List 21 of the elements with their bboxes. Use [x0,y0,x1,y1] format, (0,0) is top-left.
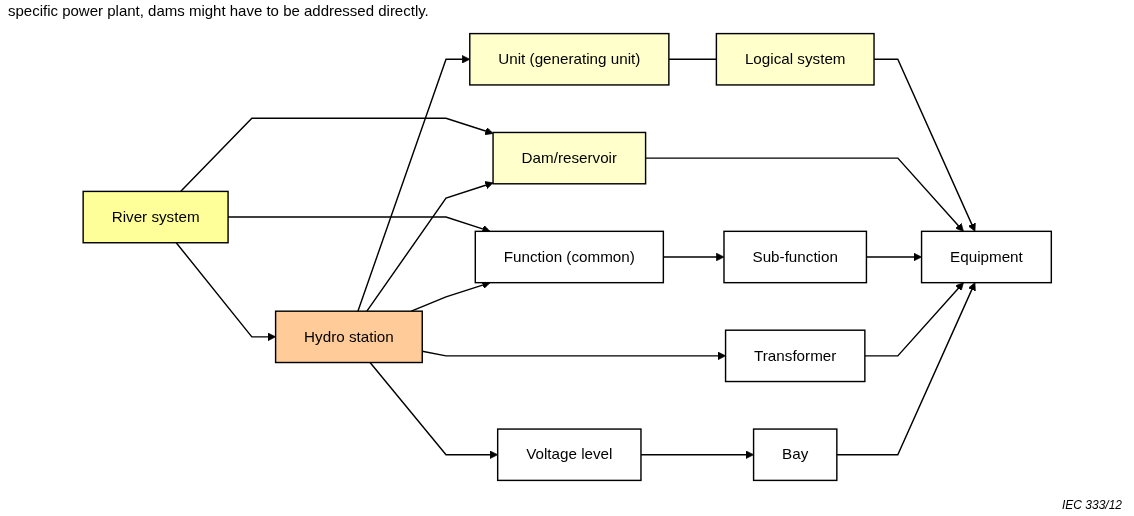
node-box: Function (common) [474,230,664,284]
node-box: Hydro station [274,310,423,364]
arrow [356,55,470,312]
arrow [179,117,494,193]
node-box: Sub-function [723,230,867,284]
arrow [365,181,494,312]
node-box: Voltage level [496,428,642,482]
arrow [873,58,976,232]
arrow [369,361,498,459]
node-box: Unit (generating unit) [468,32,670,86]
node-box: Transformer [724,329,866,383]
node-box: Bay [752,428,838,482]
arrow [227,216,491,233]
node-box: Logical system [715,32,875,86]
figure-number: IEC 333/12 [1061,498,1122,512]
arrow [640,450,754,459]
node-box: Equipment [920,230,1052,284]
note-text: specific power plant, dams might have to be addressed directly. [8,2,429,19]
arrow [175,242,276,342]
node-box: Dam/reservoir [492,131,647,185]
node-box: River system [82,190,229,244]
